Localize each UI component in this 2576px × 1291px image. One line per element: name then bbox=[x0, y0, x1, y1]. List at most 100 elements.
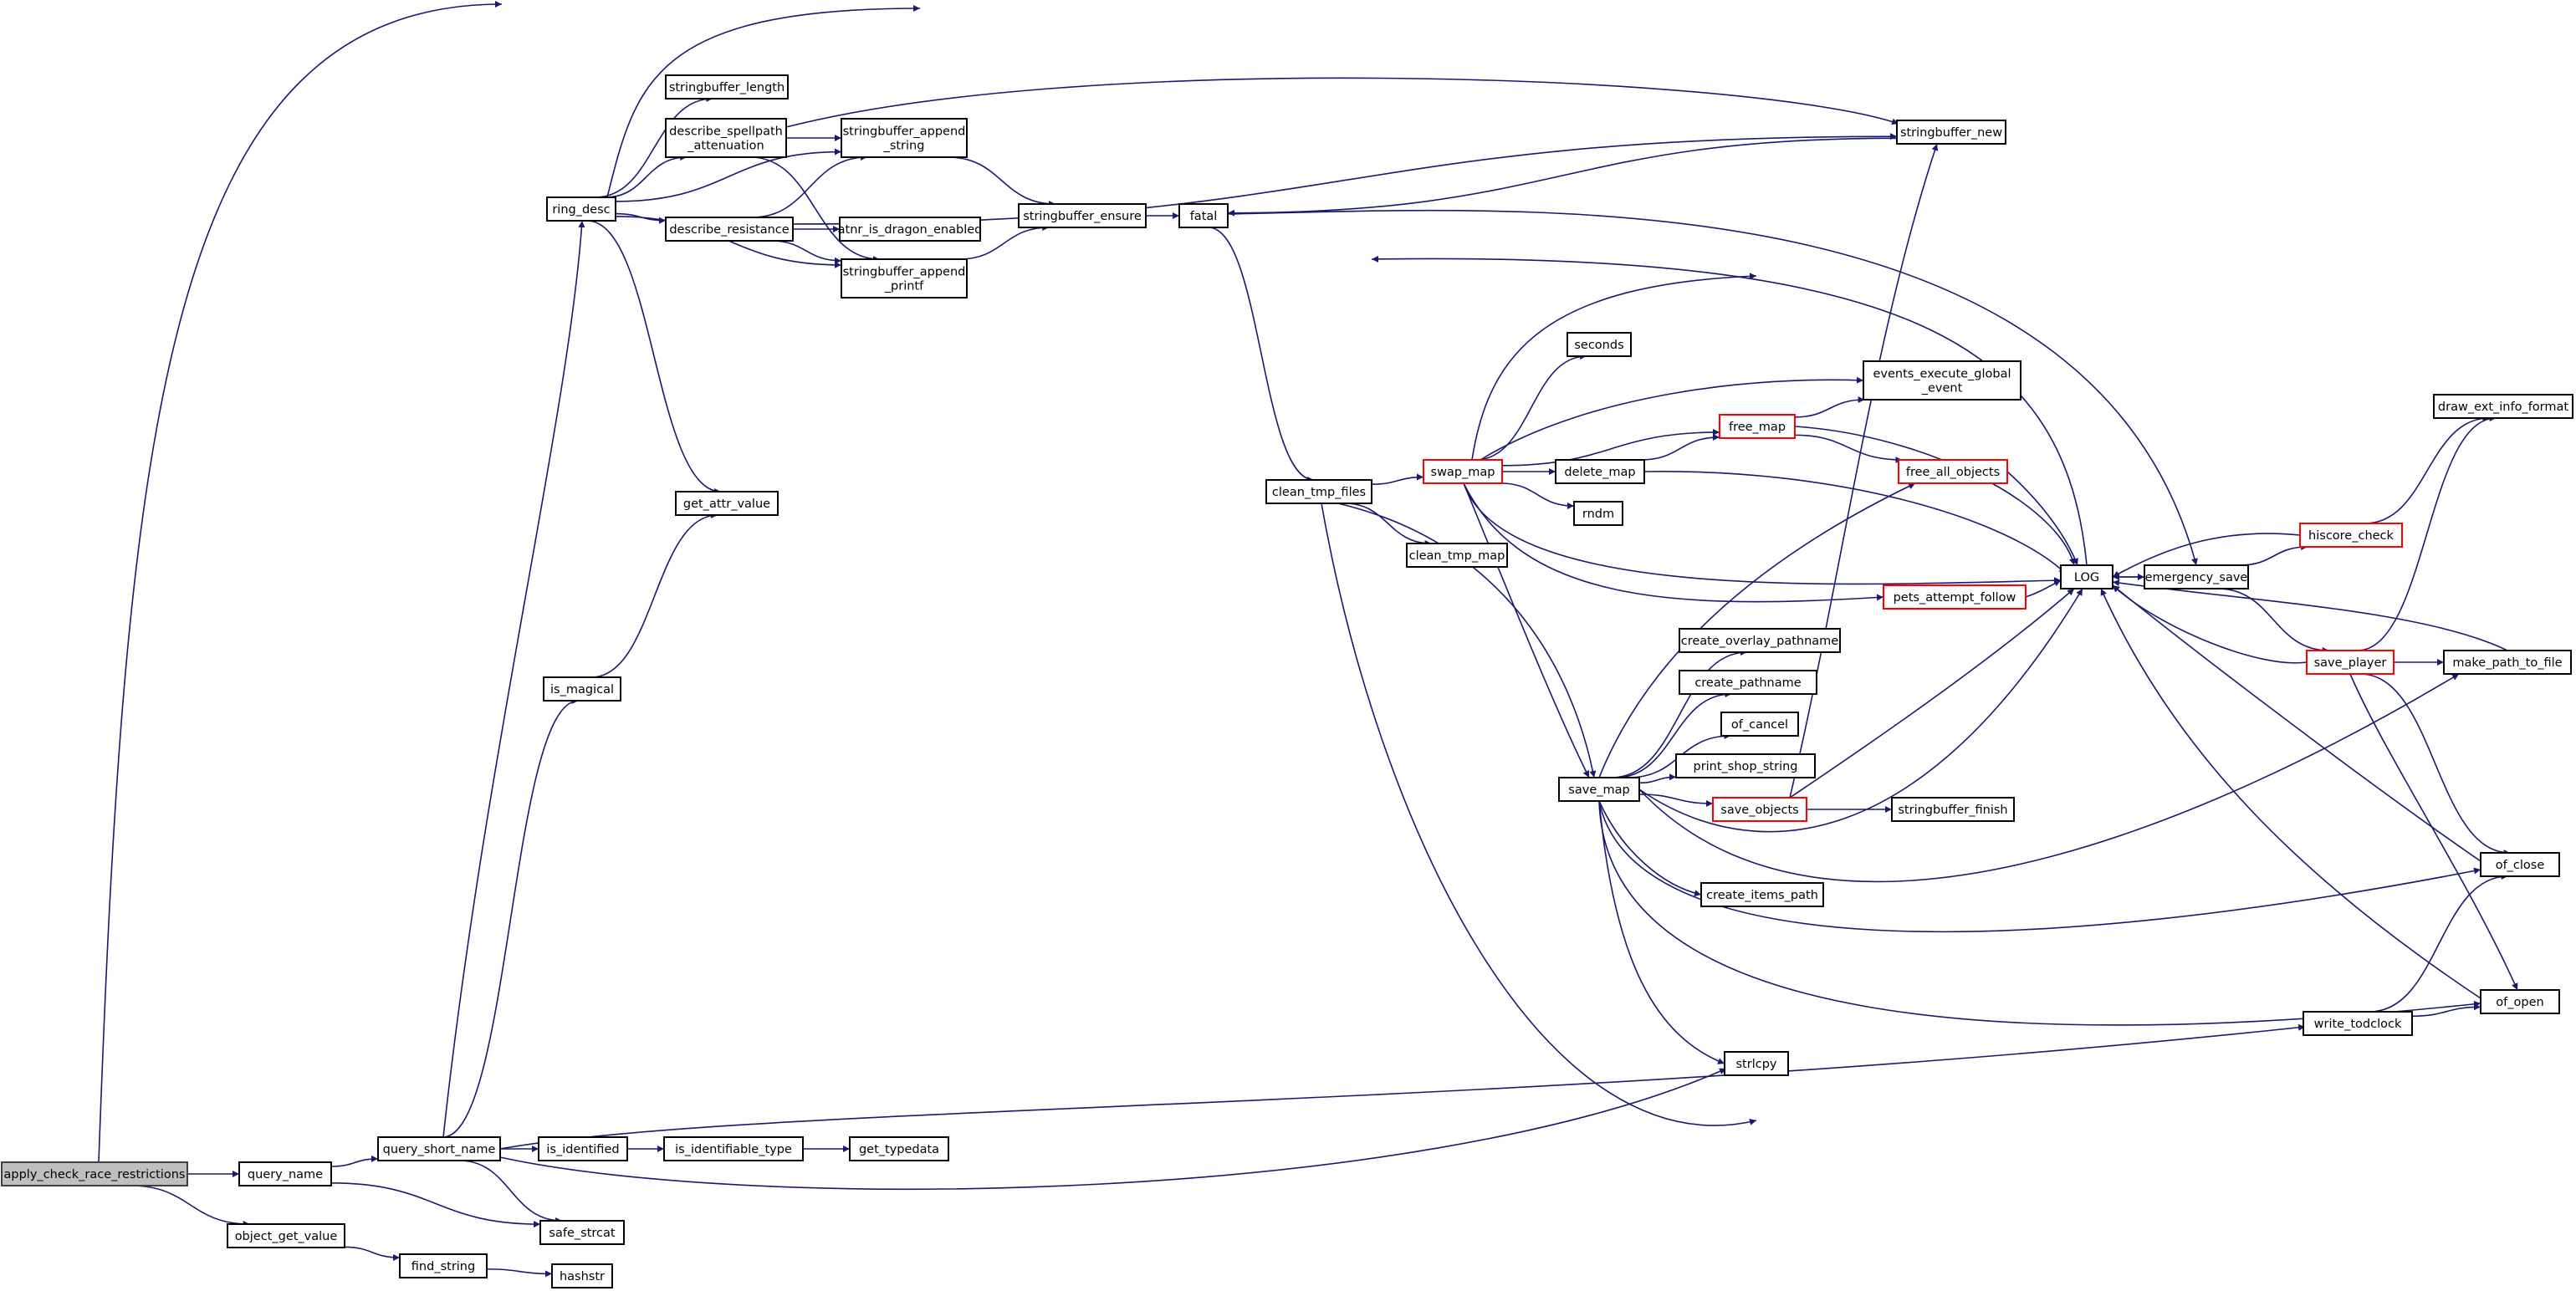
node-draw-ext-info-format[interactable]: draw_ext_info_format bbox=[2433, 394, 2573, 419]
node-box bbox=[665, 118, 787, 158]
edge-save_map-to-of_close bbox=[1598, 800, 2481, 933]
node-create-overlay-pathname[interactable]: create_overlay_pathname bbox=[1679, 628, 1841, 653]
node-create-pathname[interactable]: create_pathname bbox=[1679, 670, 1817, 695]
node-label: of_cancel bbox=[1731, 718, 1788, 732]
edge-describe_resistance-to-stringbuffer_append_string bbox=[751, 154, 867, 218]
node-get-typedata[interactable]: get_typedata bbox=[849, 1136, 949, 1161]
edge-of_close-to-LOG bbox=[2112, 584, 2481, 862]
edge-swap_map-to-rndm bbox=[1500, 482, 1575, 510]
edge-save_map-to-make_path_to_file bbox=[1638, 673, 2460, 883]
node-box bbox=[2433, 394, 2573, 419]
node-save-map[interactable]: save_map bbox=[1558, 777, 1640, 802]
node-label: events_execute_global bbox=[1873, 368, 2011, 381]
node-clean-tmp-map[interactable]: clean_tmp_map bbox=[1406, 543, 1508, 568]
node-label: is_magical bbox=[550, 683, 614, 697]
node-query-name[interactable]: query_name bbox=[238, 1161, 332, 1186]
node-stringbuffer-length[interactable]: stringbuffer_length bbox=[665, 74, 789, 100]
edge-LOG-to-clean_tmp_files bbox=[1371, 255, 2088, 566]
node-safe-strcat[interactable]: safe_strcat bbox=[539, 1220, 625, 1245]
node-box bbox=[2480, 989, 2560, 1014]
node-save-objects[interactable]: save_objects bbox=[1712, 797, 1807, 822]
node-emergency-save[interactable]: emergency_save bbox=[2144, 564, 2249, 589]
node-atnr-is-dragon-enabled[interactable]: atnr_is_dragon_enabled bbox=[838, 217, 983, 242]
edge-find_string-to-hashstr bbox=[486, 1268, 553, 1278]
node-events-execute-global-event[interactable]: events_execute_global_event bbox=[1863, 360, 2021, 401]
edge-save_player-to-of_open bbox=[2349, 673, 2518, 991]
node-label: fatal bbox=[1190, 210, 1218, 223]
node-delete-map[interactable]: delete_map bbox=[1555, 459, 1645, 484]
node-stringbuffer-append-printf[interactable]: stringbuffer_append_printf bbox=[841, 258, 968, 299]
edge-query_short_name-to-safe_strcat bbox=[458, 1160, 563, 1224]
edge-stringbuffer_append_printf-to-stringbuffer_ensure bbox=[958, 224, 1050, 260]
node-label: get_attr_value bbox=[683, 498, 770, 511]
node-rndm[interactable]: rndm bbox=[1573, 501, 1623, 526]
node-box bbox=[227, 1223, 345, 1248]
node-LOG[interactable]: LOG bbox=[2060, 564, 2113, 589]
node-seconds[interactable]: seconds bbox=[1567, 332, 1632, 357]
node-write-todclock[interactable]: write_todclock bbox=[2303, 1011, 2413, 1036]
node-ring-desc[interactable]: ring_desc bbox=[546, 196, 616, 222]
node-label: LOG bbox=[2074, 571, 2099, 584]
node-create-items-path[interactable]: create_items_path bbox=[1700, 882, 1824, 907]
node-box bbox=[1573, 501, 1623, 526]
edge-save_map-to-print_shop_string bbox=[1638, 773, 1677, 784]
node-stringbuffer-append-string[interactable]: stringbuffer_append_string bbox=[841, 118, 968, 158]
edge-save_objects-to-stringbuffer_new bbox=[1789, 143, 1939, 799]
node-box bbox=[2060, 564, 2113, 589]
node-apply-check-race-restrictions[interactable]: apply_check_race_restrictions bbox=[1, 1161, 188, 1186]
node-describe-spellpath-attenuation[interactable]: describe_spellpath_attenuation bbox=[665, 118, 787, 158]
node-clean-tmp-files[interactable]: clean_tmp_files bbox=[1265, 479, 1372, 504]
node-box bbox=[1724, 1051, 1789, 1076]
edge-save_map-to-create_overlay_pathname bbox=[1612, 649, 1747, 778]
edge-describe_resistance-to-stringbuffer_append_printf bbox=[770, 240, 842, 264]
node-label: pets_attempt_follow bbox=[1894, 591, 2016, 605]
node-box bbox=[2303, 1011, 2413, 1036]
node-save-player[interactable]: save_player bbox=[2306, 650, 2395, 675]
edge-save_map-to-create_items_path bbox=[1598, 800, 1702, 897]
node-swap-map[interactable]: swap_map bbox=[1423, 459, 1503, 484]
node-box bbox=[1423, 459, 1503, 484]
node-label: create_items_path bbox=[1706, 889, 1818, 902]
node-object-get-value[interactable]: object_get_value bbox=[227, 1223, 345, 1248]
node-box bbox=[1700, 882, 1824, 907]
node-label: stringbuffer_new bbox=[1900, 126, 2002, 140]
node-is-identifiable-type[interactable]: is_identifiable_type bbox=[663, 1136, 804, 1161]
node-label: make_path_to_file bbox=[2452, 656, 2562, 670]
node-query-short-name[interactable]: query_short_name bbox=[377, 1136, 501, 1161]
node-free-map[interactable]: free_map bbox=[1719, 414, 1796, 439]
node-fatal[interactable]: fatal bbox=[1178, 203, 1229, 228]
node-of-open[interactable]: of_open bbox=[2480, 989, 2560, 1014]
node-box bbox=[2299, 523, 2403, 548]
node-of-cancel[interactable]: of_cancel bbox=[1720, 712, 1799, 737]
node-hashstr[interactable]: hashstr bbox=[551, 1263, 613, 1288]
node-stringbuffer-new[interactable]: stringbuffer_new bbox=[1896, 120, 2006, 145]
node-print-shop-string[interactable]: print_shop_string bbox=[1675, 753, 1816, 778]
edge-ring_desc-to-stringbuffer_length bbox=[595, 95, 713, 198]
node-free-all-objects[interactable]: free_all_objects bbox=[1898, 459, 2008, 484]
node-label: _attenuation bbox=[687, 140, 764, 153]
node-box bbox=[841, 258, 968, 299]
node-label: describe_spellpath bbox=[669, 125, 783, 139]
node-find-string[interactable]: find_string bbox=[399, 1253, 488, 1278]
edge-free_all_objects-to-LOG bbox=[2006, 471, 2078, 566]
node-is-identified[interactable]: is_identified bbox=[538, 1136, 628, 1161]
node-is-magical[interactable]: is_magical bbox=[543, 676, 621, 702]
node-box bbox=[675, 491, 779, 516]
node-of-close[interactable]: of_close bbox=[2480, 852, 2560, 877]
node-label: is_identified bbox=[546, 1143, 619, 1156]
node-box bbox=[839, 217, 981, 242]
node-stringbuffer-finish[interactable]: stringbuffer_finish bbox=[1891, 797, 2015, 822]
node-strlcpy[interactable]: strlcpy bbox=[1724, 1051, 1789, 1076]
node-pets-attempt-follow[interactable]: pets_attempt_follow bbox=[1883, 584, 2027, 610]
node-box bbox=[377, 1136, 501, 1161]
node-label: seconds bbox=[1574, 339, 1623, 352]
node-get-attr-value[interactable]: get_attr_value bbox=[675, 491, 779, 516]
node-stringbuffer-ensure[interactable]: stringbuffer_ensure bbox=[1018, 203, 1147, 228]
edge-write_todclock-to-of_open bbox=[2411, 1003, 2481, 1018]
node-hiscore-check[interactable]: hiscore_check bbox=[2299, 523, 2403, 548]
edge-save_player-to-draw_ext_info_format bbox=[2357, 415, 2497, 651]
node-label: _printf bbox=[884, 280, 924, 293]
node-describe-resistance[interactable]: describe_resistance bbox=[665, 217, 794, 242]
node-box bbox=[539, 1220, 625, 1245]
node-make-path-to-file[interactable]: make_path_to_file bbox=[2443, 650, 2572, 675]
